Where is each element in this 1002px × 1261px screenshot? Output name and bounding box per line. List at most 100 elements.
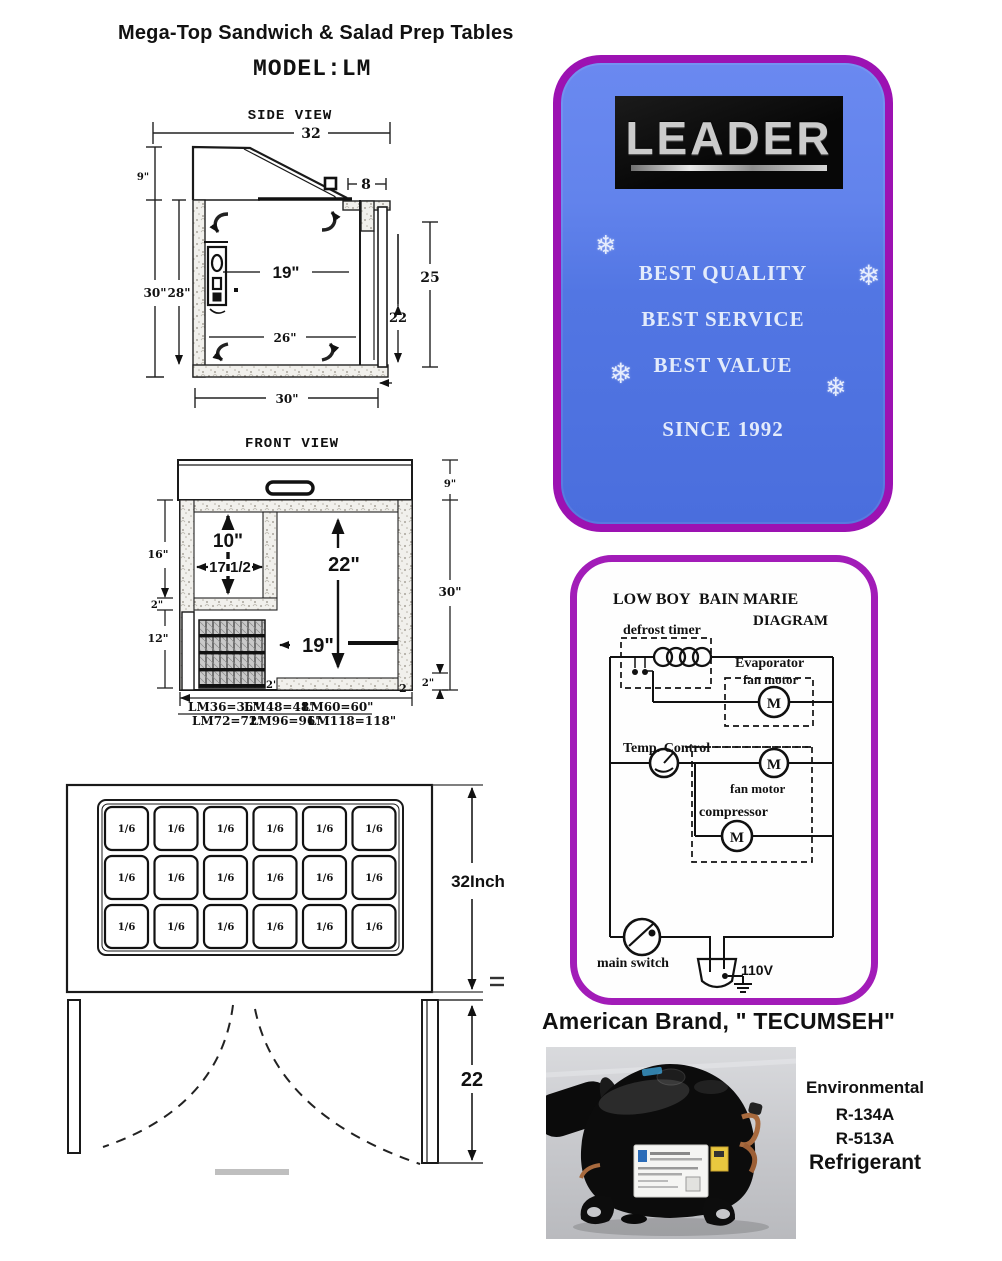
front-view-dimension-labels: 9" 30" 2" 16" 2" 12" 10" 17 1/2 22" 19" … (147, 479, 461, 728)
wiring-labels: defrost timer Evaporator fan motor Temp.… (597, 623, 804, 978)
power-plug-icon (696, 957, 738, 989)
model-size-6: LM118=118" (308, 714, 396, 728)
wiring-components: M M M (622, 646, 791, 993)
dim-base-left: 2' (266, 680, 276, 691)
pan-size-label: 1/6 (266, 824, 284, 835)
pan-size-label: 1/6 (118, 922, 136, 933)
dim-opening-width: 19" (302, 635, 334, 657)
front-view-cabinet (177, 459, 413, 691)
pan-size-label: 1/6 (167, 824, 185, 835)
page-title: Mega-Top Sandwich & Salad Prep Tables (118, 22, 514, 44)
refrigerant-info: Environmental R-134A R-513A Refrigerant (793, 1078, 937, 1175)
side-view-cabinet (191, 145, 391, 378)
leader-logo-underline (631, 164, 827, 171)
side-view-dimension-lines (146, 122, 438, 408)
pan-size-label: 1/6 (365, 922, 383, 933)
snowflake-icon: ❄ (609, 357, 633, 390)
evap-fan-label: fan motor (743, 672, 798, 687)
evaporator-label: Evaporator (735, 656, 804, 671)
promo-quality-line: BEST QUALITY (638, 261, 808, 285)
main-switch-icon (622, 917, 662, 957)
pan-size-label: 1/6 (167, 873, 185, 884)
door-swing-plan (67, 999, 483, 1175)
dim-top-height: 9" (444, 479, 456, 490)
wiring-dashed-boxes (620, 637, 814, 863)
depth-dimension (432, 784, 504, 993)
dim-left-top: 16" (147, 548, 168, 561)
refrigerant-type-1: R-134A (835, 1105, 895, 1124)
yellow-sticker (710, 1146, 729, 1172)
svg-text:M: M (767, 757, 781, 773)
top-view-drawing: 1/6 1/6 1/6 1/6 1/6 1/6 1/6 1/6 1/6 1/6 … (65, 783, 505, 1175)
pan-size-label: 1/6 (266, 922, 284, 933)
leader-logo-text: LEADER (625, 111, 833, 164)
pan-size-label: 1/6 (316, 824, 334, 835)
pan-size-label: 1/6 (316, 873, 334, 884)
pan-size-label: 1/6 (217, 824, 235, 835)
pan-size-label: 1/6 (266, 873, 284, 884)
dim-opening-height: 22" (328, 554, 360, 576)
pan-size-label: 1/6 (365, 873, 383, 884)
spec-label (633, 1144, 729, 1198)
side-view-dimension-labels: 32 9" 30" 28" 8 19" 26" 22 25 30" (137, 126, 440, 406)
dim-left-bottom: 12" (147, 632, 168, 645)
ground-icon (728, 975, 752, 993)
mounting-feet (580, 1195, 736, 1226)
temp-control-label: Temp. Control (623, 741, 710, 756)
front-view-heading: FRONT VIEW (245, 436, 339, 452)
dim-right-height: 30" (439, 585, 462, 599)
voltage-label: 110V (741, 962, 774, 978)
copper-tubes (579, 1102, 763, 1179)
pan-size-label: 1/6 (365, 824, 383, 835)
dim-height-outer: 30" (144, 286, 167, 300)
compressor-label: compressor (699, 805, 768, 820)
front-view-drawing: FRONT VIEW (147, 436, 461, 728)
defrost-timer-label: defrost timer (623, 623, 701, 638)
brand-promo-card: LEADER ❄ ❄ ❄ ❄ BEST QUALITY BEST SERVICE… (553, 55, 893, 532)
wiring-titles: LOW BOY BAIN MARIE DIAGRAM (613, 591, 828, 629)
shelf-pilaster-icon (204, 241, 238, 314)
snowflake-icon: ❄ (857, 259, 881, 292)
model-label: MODEL:LM (253, 56, 372, 82)
snowflake-icon: ❄ (595, 231, 617, 261)
pan-size-label: 1/6 (217, 873, 235, 884)
fan-motor-label: fan motor (730, 781, 785, 796)
svg-text:M: M (730, 830, 744, 846)
pan-size-label: 1/6 (118, 873, 136, 884)
defrost-coil-icon (652, 646, 713, 668)
front-view-dimension-lines (157, 459, 458, 715)
evaporator-fan-motor-icon: M (757, 685, 791, 719)
pan-size-label: 1/6 (316, 922, 334, 933)
promo-value-line: BEST VALUE (653, 353, 793, 377)
dim-left-mid: 2" (151, 600, 163, 611)
front-view-bold-arrows (196, 514, 398, 669)
depth-label: 32Inch (451, 872, 505, 891)
model-size-4: LM72=72" (192, 714, 263, 728)
promo-since-line: SINCE 1992 (662, 417, 784, 441)
promo-service-line: BEST SERVICE (641, 307, 805, 331)
pan-size-label: 1/6 (118, 824, 136, 835)
model-size-1: LM36=36" (188, 700, 259, 714)
diagram-title-left: LOW BOY (613, 591, 691, 608)
wiring-diagram-card: LOW BOY BAIN MARIE DIAGRAM (570, 555, 878, 1005)
dim-right-outer: 25 (420, 270, 439, 286)
dim-bottom-width: 30" (276, 392, 299, 406)
refrigerant-type-2: R-513A (835, 1129, 895, 1148)
compressor-body (580, 1064, 756, 1218)
dim-top-height: 9" (137, 172, 149, 183)
dim-pan-width: 17 1/2 (209, 559, 251, 576)
side-view-heading: SIDE VIEW (248, 108, 333, 124)
dim-overhang: 8 (361, 177, 371, 193)
compressor-heading: American Brand, " TECUMSEH" (542, 1008, 896, 1034)
leader-logo-plaque: LEADER (615, 96, 843, 189)
pan-grid (103, 805, 397, 950)
fan-motor-icon: M (758, 747, 790, 779)
snowflake-icon: ❄ (825, 373, 847, 403)
wiring-diagram: LOW BOY BAIN MARIE DIAGRAM (597, 591, 834, 993)
compressor-motor-icon: M (720, 819, 754, 853)
refrigerant-label: Refrigerant (808, 1151, 922, 1174)
pan-size-label: 1/6 (217, 922, 235, 933)
door-depth-label: 22 (461, 1069, 483, 1091)
dim-top-width: 32 (301, 126, 320, 142)
